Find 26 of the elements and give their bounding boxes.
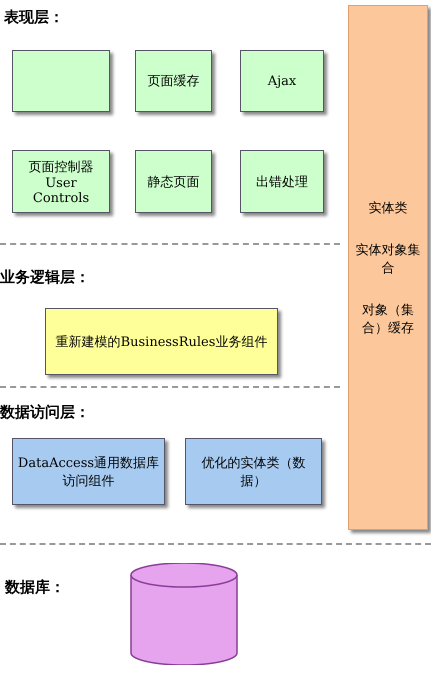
entity-panel (348, 5, 428, 530)
box-label: 页面缓存 (148, 73, 200, 90)
box-label: 静态页面 (148, 174, 200, 190)
component-box (240, 50, 324, 112)
panel-text: 实体类 (368, 200, 408, 216)
layer-label: 数据访问层： (0, 403, 90, 422)
component-box (185, 438, 322, 505)
box-label: 重新建模的BusinessRules业务组件 (56, 334, 268, 350)
box-label: DataAccess通用数据库访问组件 (17, 454, 160, 490)
component-box (45, 308, 278, 375)
component-box (12, 150, 110, 213)
component-box (12, 50, 110, 112)
panel-text: 实体对象集合 (354, 242, 422, 276)
box-label: 优化的实体类（数据） (200, 454, 306, 490)
box-label: 出错处理 (256, 174, 308, 190)
component-box (135, 150, 212, 213)
component-box (12, 438, 165, 505)
component-box (135, 50, 212, 112)
box-label: 页面控制器 User Controls (28, 158, 94, 206)
database-cylinder (130, 563, 238, 665)
box-label: Ajax (268, 74, 296, 88)
layer-label: 表现层： (4, 8, 64, 27)
panel-text: 对象（集合）缓存 (361, 302, 415, 336)
layer-label: 业务逻辑层： (0, 268, 90, 287)
layer-label: 数据库： (5, 578, 65, 597)
component-box (240, 150, 324, 213)
